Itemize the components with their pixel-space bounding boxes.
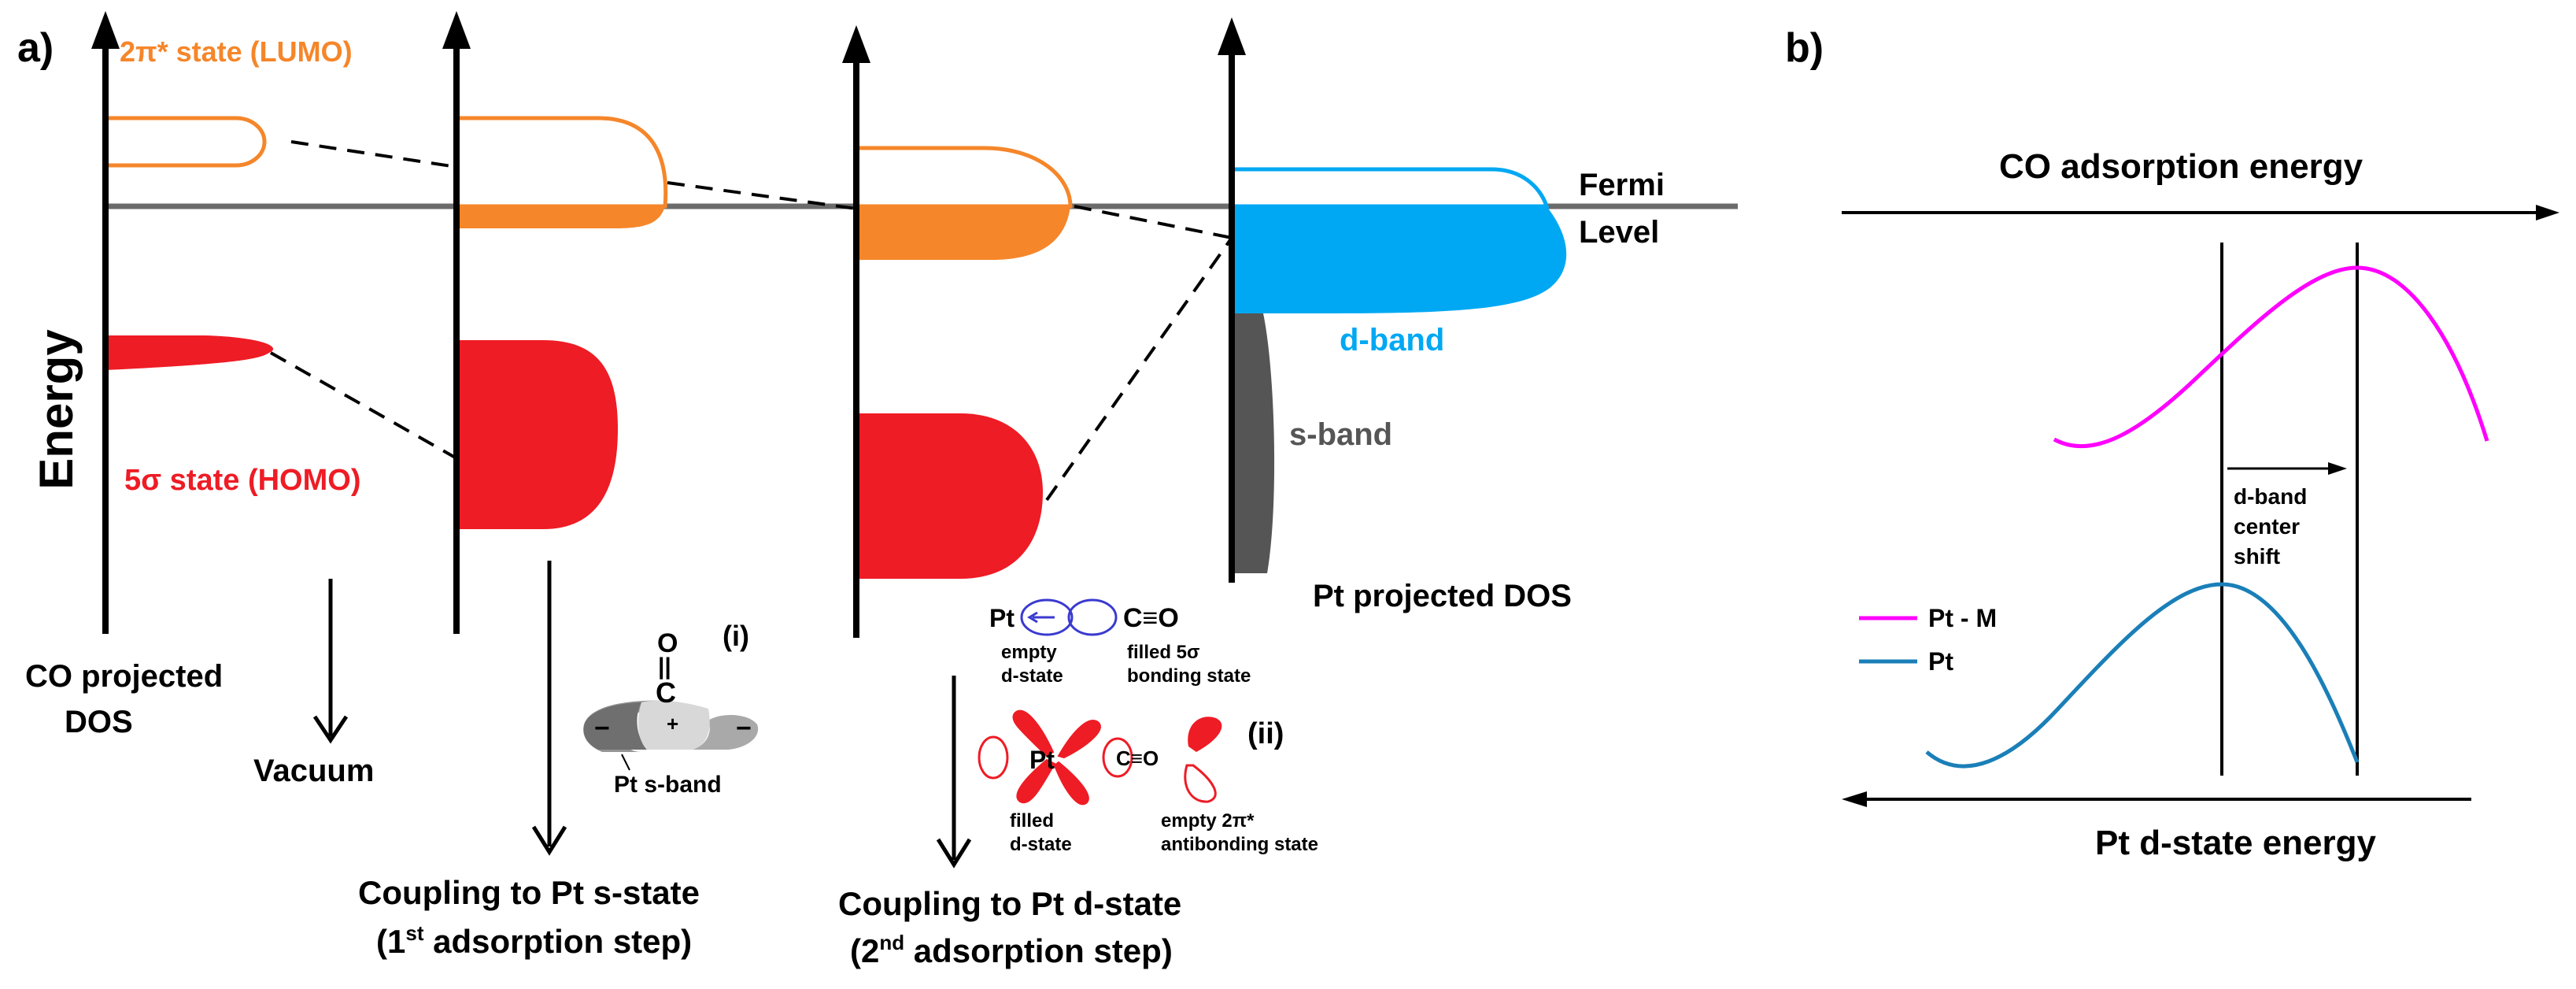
lumo-state-co (105, 116, 267, 168)
homo-state-vacuum (456, 340, 618, 529)
inset-ii-pt-top: Pt (989, 604, 1015, 632)
d-band-label: d-band (1340, 323, 1444, 357)
co-dos-label-1: CO projected (25, 659, 223, 694)
antibonding-lobe-top (1188, 717, 1222, 752)
lumo-state-s-coupling (854, 146, 1073, 209)
s-coupling-axis-arrow (842, 25, 870, 63)
antibonding-lobe-bottom (1184, 764, 1217, 803)
lumo-state-vacuum-filled (456, 206, 665, 228)
pt-dos-label: Pt projected DOS (1313, 579, 1572, 613)
energy-axis-label: Energy (30, 329, 83, 490)
lumo-label: 2π* state (LUMO) (120, 35, 353, 68)
empty-d-label-1: empty (1001, 642, 1057, 663)
d-state-energy-label: Pt d-state energy (2095, 824, 2377, 862)
inset-i-bond: || (658, 654, 671, 680)
panel-a-label: a) (17, 25, 54, 71)
co-dos-label-2: DOS (65, 705, 133, 739)
pt-s-band-gradient (583, 702, 647, 750)
legend-ptm-label: Pt - M (1928, 604, 1997, 632)
inset-i-band-label: Pt s-band (614, 772, 722, 798)
pt-dos-axis-arrow (1218, 17, 1246, 55)
filled-5s-label-2: bonding state (1127, 665, 1251, 687)
inset-ii-co-bottom: C≡O (1116, 746, 1159, 770)
co-adsorption-label: CO adsorption energy (1999, 147, 2363, 186)
co-dos-axis-arrow (91, 11, 120, 49)
empty-2pi-label-1: empty 2π* (1161, 810, 1255, 832)
inset-i-atom-o: O (657, 628, 678, 658)
homo-label: 5σ state (HOMO) (124, 464, 360, 497)
shift-label-3: shift (2234, 544, 2280, 569)
legend-pt-label: Pt (1928, 647, 1953, 676)
d-band-filled (1232, 206, 1567, 313)
empty-d-label-2: d-state (1001, 665, 1063, 687)
s-band (1232, 313, 1275, 573)
d-band-empty (1229, 167, 1550, 209)
d-state-energy-axis-arrow (1842, 791, 1867, 807)
shift-label-2: center (2234, 514, 2300, 539)
filled-d-orbital (1012, 710, 1101, 806)
inset-i-atom-c: C (656, 676, 676, 709)
pt-m-curve (2053, 265, 2489, 449)
step1-line1: Coupling to Pt s-state (358, 874, 700, 911)
vacuum-axis-arrow (442, 11, 471, 49)
legend: Pt - M Pt (1859, 604, 1997, 676)
pt-curve (1925, 582, 2360, 769)
inset-i: O || C + − − Pt s-band (i) (583, 620, 759, 798)
inset-i-minus-left: − (594, 713, 610, 743)
inset-i-tag: (i) (723, 620, 749, 652)
vacuum-label: Vacuum (253, 754, 374, 788)
co-adsorption-axis-arrow (2536, 205, 2559, 220)
inset-ii: Pt C≡O empty d-state filled 5σ bonding s… (978, 598, 1318, 855)
filled-d-label-2: d-state (1010, 834, 1072, 855)
empty-2pi-label-2: antibonding state (1161, 834, 1318, 855)
step1-line2: (1st adsorption step) (376, 921, 692, 960)
homo-state-co (105, 335, 274, 370)
s-band-label: s-band (1289, 417, 1392, 452)
lumo-state-s-coupling-filled (856, 206, 1070, 260)
inset-ii-tag: (ii) (1247, 717, 1284, 750)
step2-line2: (2nd adsorption step) (850, 931, 1173, 969)
lumo-state-vacuum (454, 116, 668, 209)
step2-line1: Coupling to Pt d-state (838, 885, 1181, 922)
shift-label-1: d-band (2234, 484, 2307, 509)
fermi-label-1: Fermi (1579, 168, 1665, 202)
inset-ii-pt-bottom: Pt (1029, 746, 1055, 774)
inset-ii-co-top: C≡O (1123, 603, 1179, 633)
filled-d-label-1: filled (1010, 810, 1054, 832)
filled-5s-label-1: filled 5σ (1127, 642, 1199, 663)
inset-i-minus-right: − (736, 713, 752, 743)
panel-b-label: b) (1785, 25, 1824, 71)
inset-i-plus: + (667, 712, 678, 735)
empty-d-orbital (1020, 598, 1074, 636)
correlation-lines (270, 140, 1233, 502)
down-arrows (312, 561, 972, 869)
fermi-label-2: Level (1579, 215, 1659, 250)
homo-state-s-coupling (856, 413, 1043, 579)
